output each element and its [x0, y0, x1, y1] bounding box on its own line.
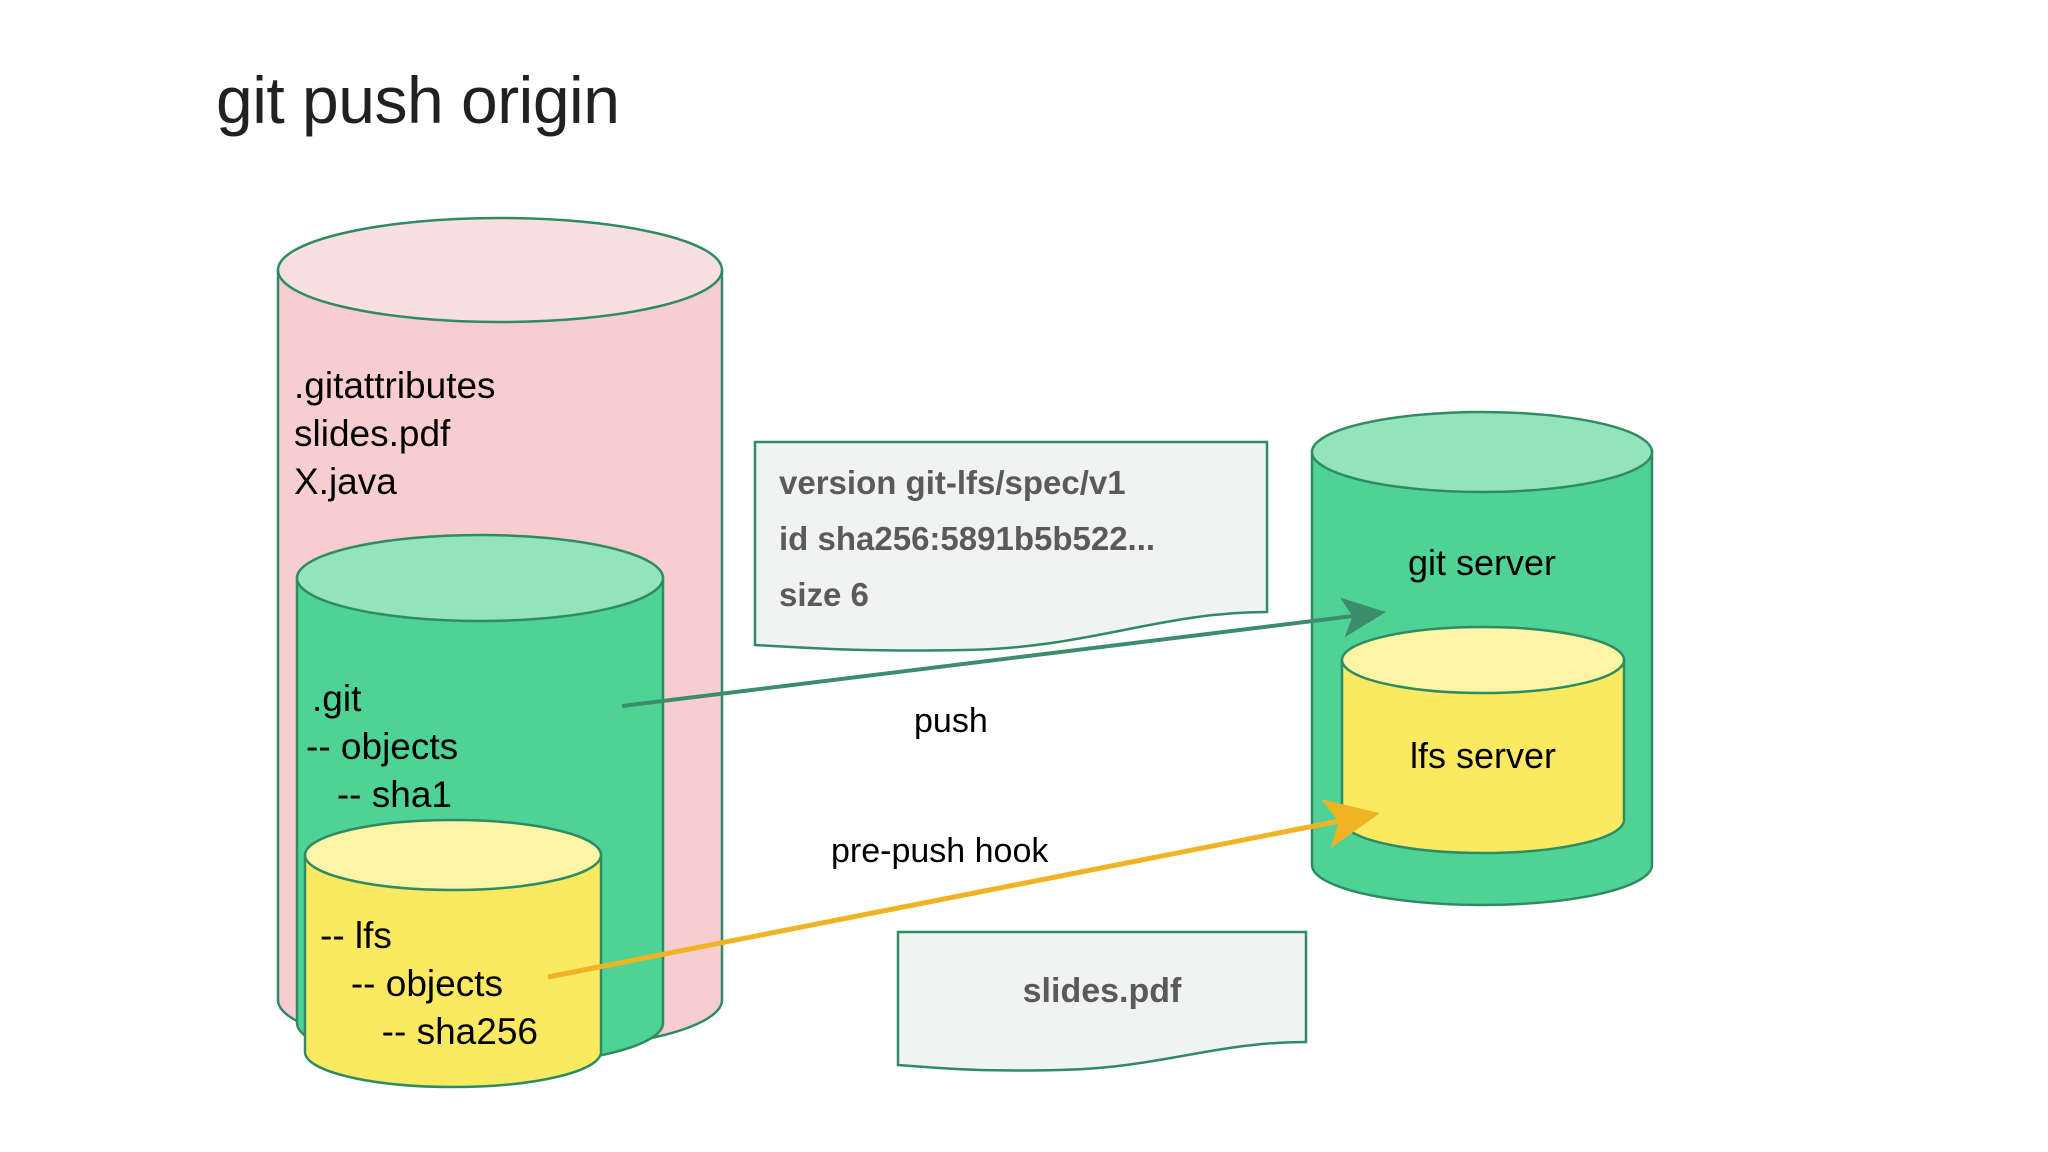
workspace-cylinder-top [276, 216, 724, 324]
slides-file-note [896, 930, 1308, 1072]
lfs-cylinder-top [303, 818, 603, 892]
lfs-pointer-note [753, 440, 1269, 652]
lfs-server-cylinder [1340, 625, 1626, 855]
lfs-server-cylinder-top [1340, 625, 1626, 695]
push-arrow [621, 597, 1386, 708]
git-cylinder-top [295, 533, 665, 623]
git-server-cylinder-top [1310, 410, 1654, 494]
lfs-cylinder [303, 818, 603, 1089]
pre-push-hook-arrow [547, 799, 1380, 980]
page-title: git push origin [216, 63, 620, 137]
